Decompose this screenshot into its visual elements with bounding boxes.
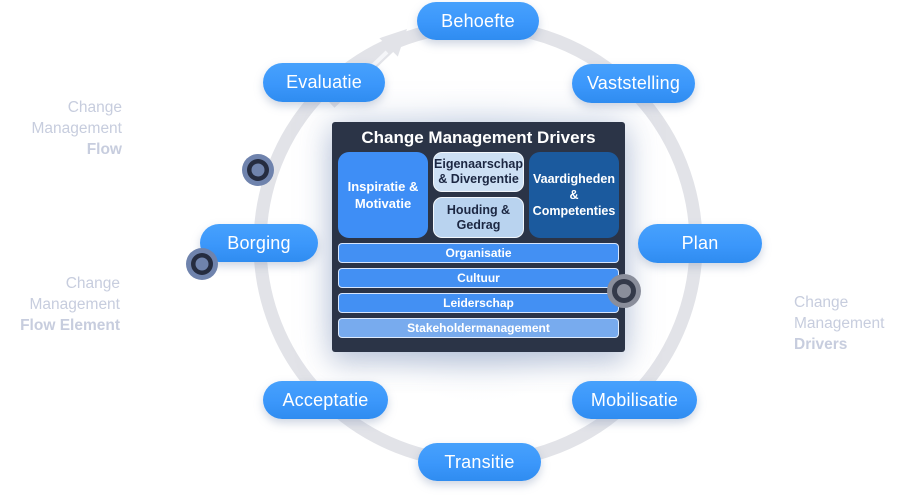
legend-flow-element-line2: Management (29, 296, 120, 313)
cycle-step-evaluatie: Evaluatie (263, 63, 385, 102)
legend-flow-element-line1: Change (65, 275, 120, 292)
drivers-blocks-row: Inspiratie & Motivatie Eigenaarschap & D… (332, 152, 625, 238)
drivers-middle-column: Eigenaarschap & Divergentie Houding & Ge… (433, 152, 524, 238)
cycle-step-label: Mobilisatie (590, 389, 679, 410)
legend-flow-line3: Flow (86, 141, 122, 158)
block-eigenaarschap-divergentie: Eigenaarschap & Divergentie (433, 152, 524, 192)
block-label: Inspiratie & Motivatie (347, 179, 419, 211)
bar-label: Organisatie (445, 246, 512, 260)
cycle-step-acceptatie: Acceptatie (263, 381, 388, 419)
legend-flow-line2: Management (31, 120, 122, 137)
bar-leiderschap: Leiderschap (338, 293, 619, 313)
cycle-step-transitie: Transitie (418, 443, 541, 481)
drivers-panel: Change Management Drivers Inspiratie & M… (332, 122, 625, 352)
cycle-step-label: Transitie (444, 451, 515, 472)
legend-drivers-line2: Management (794, 315, 885, 332)
block-label: Vaardigheden & Competenties (532, 172, 616, 218)
block-vaardigheden-competenties: Vaardigheden & Competenties (529, 152, 619, 238)
cycle-step-vaststelling: Vaststelling (572, 64, 695, 103)
legend-drivers: Change Management Drivers (794, 292, 884, 355)
cycle-step-behoefte: Behoefte (417, 2, 539, 40)
cycle-step-label: Vaststelling (586, 73, 681, 93)
bar-organisatie: Organisatie (338, 243, 619, 263)
legend-drivers-line3: Drivers (794, 336, 848, 353)
cycle-step-label: Acceptatie (282, 389, 369, 410)
legend-flow-element-line3: Flow Element (20, 317, 120, 334)
block-inspiratie-motivatie: Inspiratie & Motivatie (338, 152, 428, 238)
cycle-step-label: Borging (227, 232, 291, 253)
cycle-step-label: Evaluatie (286, 72, 362, 92)
legend-flow-line1: Change (67, 99, 122, 116)
cycle-step-mobilisatie: Mobilisatie (572, 381, 697, 419)
cycle-step-label: Plan (681, 233, 719, 253)
bar-cultuur: Cultuur (338, 268, 619, 288)
legend-drivers-line1: Change (794, 294, 849, 311)
bar-label: Leiderschap (443, 296, 514, 310)
cycle-step-label: Behoefte (441, 10, 515, 31)
bar-label: Cultuur (457, 271, 500, 285)
block-houding-gedrag: Houding & Gedrag (433, 197, 524, 238)
block-label: Houding & Gedrag (446, 202, 511, 232)
cycle-step-borging: Borging (200, 224, 318, 262)
block-label: Eigenaarschap & Divergentie (434, 157, 523, 186)
cycle-arrow-head (379, 29, 407, 57)
drivers-bars: Organisatie Cultuur Leiderschap Stakehol… (332, 238, 625, 338)
legend-flow: Change Management Flow (32, 97, 122, 160)
bar-stakeholdermanagement: Stakeholdermanagement (338, 318, 619, 338)
cycle-step-plan: Plan (638, 224, 762, 263)
legend-flow-element: Change Management Flow Element (20, 273, 120, 336)
drivers-panel-title: Change Management Drivers (361, 128, 596, 147)
bar-label: Stakeholdermanagement (407, 321, 550, 335)
